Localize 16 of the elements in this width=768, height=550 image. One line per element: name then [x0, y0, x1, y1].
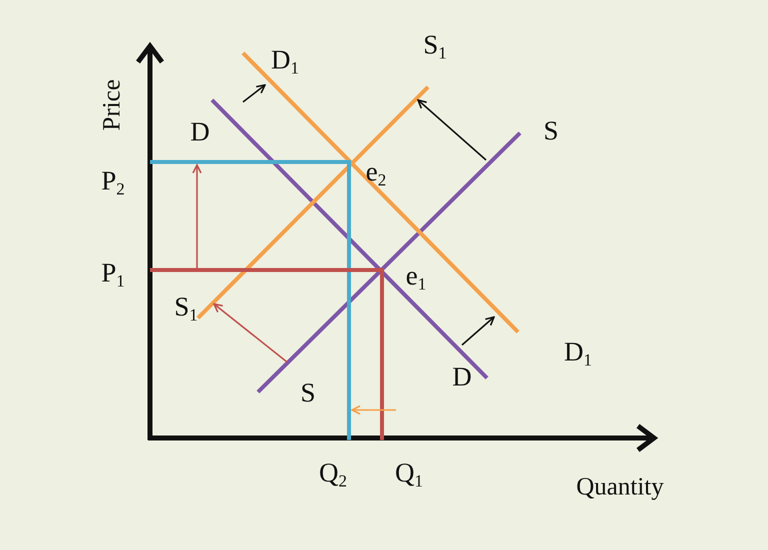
axis-title: Quantity: [576, 474, 664, 500]
curve-label: D: [452, 364, 472, 390]
curve-label: S: [300, 380, 316, 406]
price-label: P$_{1}$: [101, 260, 125, 286]
curve-label: D$_{1}$: [271, 46, 299, 74]
price-label: P$_{2}$: [101, 168, 125, 194]
curve-label: D: [190, 118, 210, 146]
curve-label: S: [543, 118, 559, 144]
curve-label: S$_{1}$: [423, 32, 447, 58]
quantity-label: Q$_{2}$: [319, 460, 347, 486]
curve-label: D$_{1}$: [564, 338, 592, 366]
equilibrium-label: e$_{1}$: [406, 262, 426, 290]
axis-title: Price: [100, 79, 124, 131]
equilibrium-label: e$_{2}$: [366, 158, 386, 186]
curve-label: S$_{1}$: [174, 294, 198, 320]
quantity-label: Q$_{1}$: [395, 460, 423, 486]
